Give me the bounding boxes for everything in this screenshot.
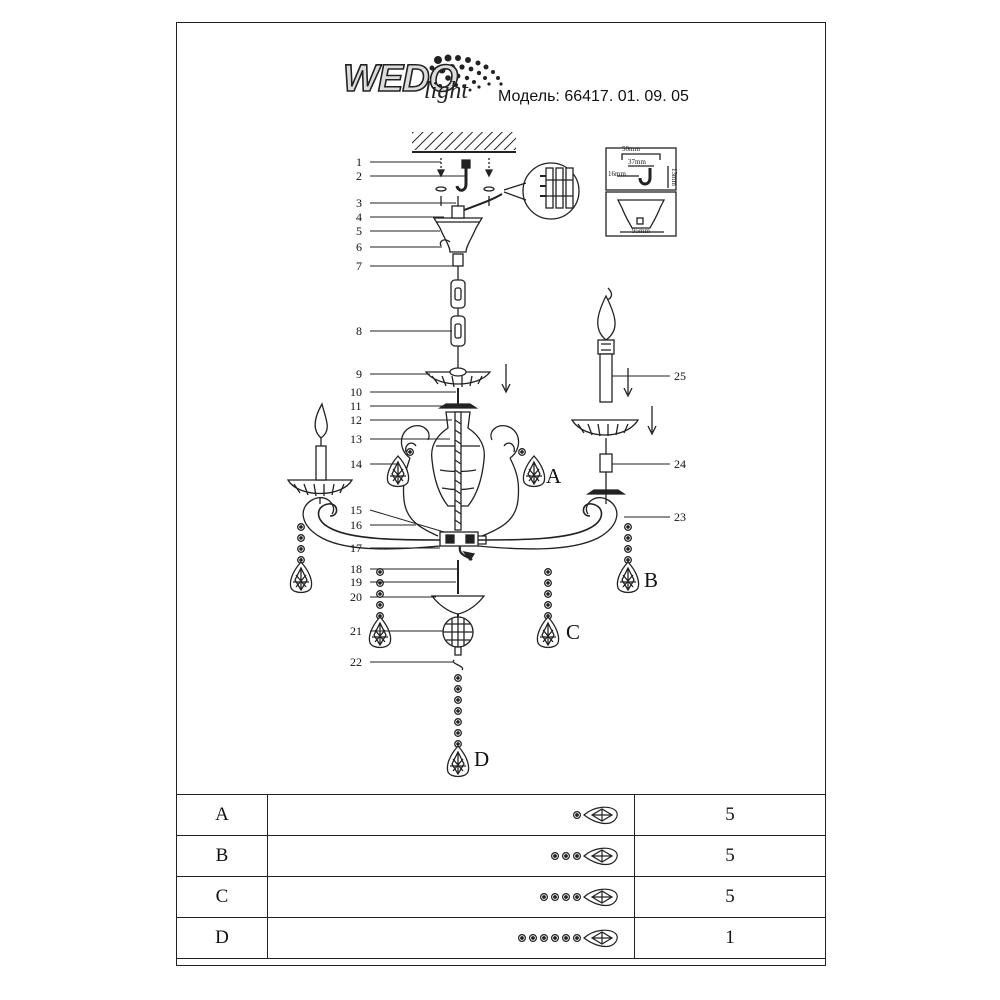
pendant-illustration [267,835,635,877]
right-candle-exploded [570,287,640,504]
dim-label: 95mm [632,227,650,235]
callout-number: 3 [356,196,362,210]
callout-number: 23 [674,510,686,524]
right-arm [477,425,618,550]
callout-number: 17 [350,541,362,555]
callout-number: 8 [356,324,362,338]
dim-label: 16mm [608,170,626,178]
callout-number: 7 [356,259,362,273]
ceiling-hatch [412,132,516,150]
callout-number: 25 [674,369,686,383]
callout-number: 14 [350,457,362,471]
variant-letter-c: C [566,620,581,644]
pendant-quantity: 5 [634,835,826,877]
variant-letter-a: A [546,464,562,488]
pendant-illustration [267,794,635,836]
pendant-illustration [267,876,635,918]
pendant-quantity: 1 [634,917,826,959]
brand-logo-emblem [429,54,503,92]
top-chain [450,253,466,368]
callout-number: 12 [350,413,362,427]
brand-wordmark: WEDO [342,57,459,101]
callout-number: 15 [350,503,362,517]
callout-number: 20 [350,590,362,604]
leader-lines [369,161,670,663]
callout-number: 11 [350,399,362,413]
pendant-code: D [176,917,268,959]
variant-letter-b: B [644,568,659,592]
callout-number: 18 [350,562,362,576]
callout-number: 1 [356,155,362,169]
model-number: Модель: 66417. 01. 09. 05 [498,88,689,105]
callout-number: 4 [356,210,362,224]
callout-number: 24 [674,457,686,471]
dim-label: 13mm [670,168,678,186]
callout-number: 16 [350,518,362,532]
pendant-code: A [176,794,268,836]
callout-number: 5 [356,224,362,238]
ceiling-hook [455,168,468,192]
callout-number: 6 [356,240,362,254]
lower-stem [430,560,486,671]
pendant-code: B [176,835,268,877]
dim-label: 37mm [628,158,646,166]
callout-number: 13 [350,432,362,446]
assembly-arrows [501,364,657,436]
pendant-quantity: 5 [634,876,826,918]
dim-label: 50mm [622,145,640,153]
callout-number: 2 [356,169,362,183]
callout-number: 21 [350,624,362,638]
brand-subtitle: light [424,78,469,104]
arm-hub [439,531,487,562]
left-candle [286,402,354,504]
terminal-block-detail [540,167,574,209]
central-vase [430,411,486,531]
callout-number: 9 [356,367,362,381]
hook-detail-inset [605,147,677,237]
callout-number: 22 [350,655,362,669]
pendant-quantity: 5 [634,794,826,836]
callout-number: 19 [350,575,362,589]
variant-letter-d: D [474,747,490,771]
drawing-sheet [176,22,826,966]
pendant-code: C [176,876,268,918]
canopy [432,217,484,253]
pendant-illustration [267,917,635,959]
callout-number: 10 [350,385,362,399]
